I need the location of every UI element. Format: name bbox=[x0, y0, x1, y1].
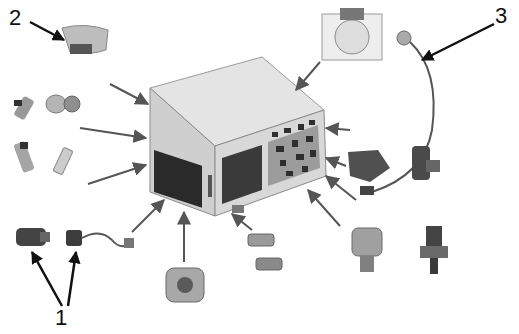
signal-arrows bbox=[183, 212, 185, 262]
maf-sensor bbox=[322, 8, 382, 60]
oxygen-sensor-3 bbox=[397, 31, 411, 45]
sensor bbox=[352, 226, 448, 274]
ecu-box bbox=[296, 154, 304, 160]
callout-number: 1 bbox=[54, 306, 68, 330]
sensor bbox=[64, 96, 80, 112]
signal-arrows bbox=[296, 62, 320, 90]
ecu-box bbox=[309, 120, 315, 125]
sensor bbox=[13, 141, 35, 173]
sensor bbox=[360, 256, 374, 272]
signal-arrows bbox=[232, 214, 252, 230]
sensor bbox=[13, 95, 34, 120]
sensor bbox=[426, 160, 440, 172]
ecu-box bbox=[272, 120, 316, 176]
ecu-box bbox=[232, 205, 244, 213]
sensor bbox=[13, 141, 35, 173]
sensor-1b bbox=[66, 230, 82, 246]
ecu-box bbox=[215, 110, 326, 216]
callout-arrows bbox=[422, 24, 494, 60]
callout-number: 2 bbox=[8, 6, 22, 30]
ecu-box bbox=[154, 150, 202, 208]
sensor bbox=[352, 228, 382, 256]
sensor bbox=[13, 95, 34, 120]
throttle-sensor bbox=[166, 268, 204, 302]
sensor bbox=[53, 147, 73, 175]
sensor bbox=[430, 258, 438, 274]
ecu-box bbox=[150, 57, 326, 216]
signal-arrows bbox=[326, 158, 346, 166]
callout-arrows bbox=[30, 22, 494, 306]
ecu-box bbox=[286, 171, 293, 176]
maf-sensor bbox=[340, 8, 364, 20]
sensor bbox=[14, 100, 22, 106]
ecu-box bbox=[272, 132, 278, 137]
callout-arrows bbox=[68, 252, 76, 306]
sensor-1a bbox=[40, 232, 50, 242]
sensor bbox=[20, 142, 28, 149]
maf-sensor bbox=[322, 14, 382, 60]
sensor bbox=[53, 147, 73, 175]
signal-arrows bbox=[326, 176, 356, 200]
callout-arrows bbox=[30, 22, 64, 40]
signal-arrows bbox=[132, 200, 164, 232]
signal-arrows bbox=[80, 62, 356, 262]
sensor-2 bbox=[62, 25, 108, 54]
ecu-box bbox=[268, 125, 320, 186]
ecu-box bbox=[208, 175, 212, 197]
callout-arrows bbox=[32, 252, 62, 306]
throttle-sensor bbox=[177, 277, 193, 293]
sensor-2 bbox=[70, 44, 92, 54]
callout-number: 3 bbox=[494, 4, 508, 28]
sensor bbox=[46, 95, 80, 113]
ecu-box bbox=[302, 166, 308, 172]
signal-arrows bbox=[326, 128, 350, 130]
signal-arrows bbox=[80, 128, 146, 138]
signal-arrows bbox=[308, 190, 340, 226]
ecu-box bbox=[292, 140, 298, 147]
ecu-box bbox=[310, 150, 316, 157]
sensor bbox=[256, 258, 282, 270]
ecu-box bbox=[276, 146, 284, 152]
sensor bbox=[348, 150, 390, 182]
sensor bbox=[46, 95, 66, 113]
signal-arrows bbox=[110, 84, 148, 104]
ecu-box bbox=[280, 160, 286, 166]
sensor-1b bbox=[66, 230, 134, 248]
ecu-box bbox=[222, 145, 262, 204]
ecu-box bbox=[298, 124, 304, 130]
sensor-1b bbox=[82, 233, 130, 246]
oxygen-sensor-3 bbox=[360, 186, 374, 195]
ecu-box bbox=[306, 136, 313, 142]
sensor bbox=[248, 234, 274, 246]
throttle-sensor bbox=[166, 268, 204, 302]
ecu-box bbox=[150, 88, 215, 216]
sensor-2 bbox=[62, 25, 108, 53]
sensor bbox=[426, 226, 442, 248]
ecu-box bbox=[284, 128, 291, 133]
maf-sensor bbox=[335, 20, 369, 54]
sensor-1b bbox=[124, 238, 134, 248]
sensor bbox=[348, 146, 440, 182]
sensor bbox=[248, 234, 282, 270]
sensor-1a bbox=[16, 228, 50, 246]
signal-arrows bbox=[88, 165, 146, 184]
sensor bbox=[420, 246, 448, 258]
